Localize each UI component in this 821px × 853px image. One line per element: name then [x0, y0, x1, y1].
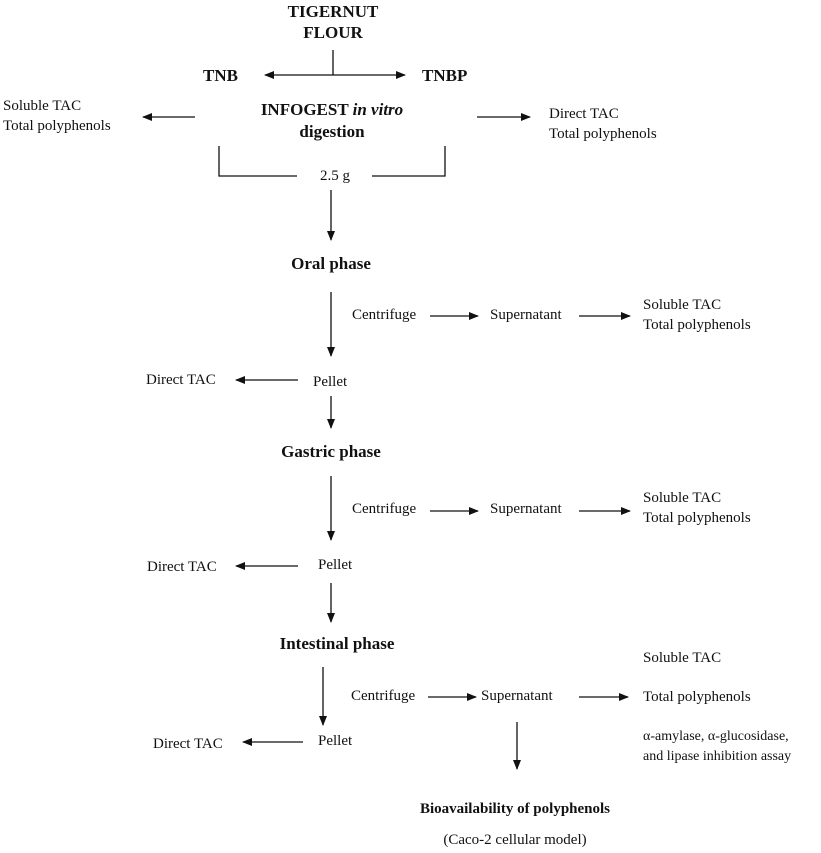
bracket-left	[218, 146, 297, 177]
intestinal-pellet: Pellet	[318, 733, 353, 749]
sample-tnbp: TNBP	[422, 66, 468, 85]
bioavailability-subtitle: (Caco-2 cellular model)	[443, 832, 587, 848]
infogest-line2: digestion	[299, 122, 365, 141]
oral-centrifuge: Centrifuge	[352, 307, 417, 323]
gastric-pellet: Pellet	[318, 557, 353, 573]
oral-out1: Soluble TAC	[643, 297, 722, 313]
sample-tnb: TNB	[203, 66, 238, 85]
top-right-out2: Total polyphenols	[549, 126, 657, 142]
oral-pellet: Pellet	[313, 374, 348, 390]
oral-direct-tac: Direct TAC	[146, 372, 216, 388]
oral-phase-title: Oral phase	[291, 254, 371, 273]
intestinal-assay-line2: and lipase inhibition assay	[643, 749, 792, 764]
intestinal-phase-title: Intestinal phase	[279, 634, 395, 653]
bioavailability-title: Bioavailability of polyphenols	[419, 801, 611, 817]
top-left-out2: Total polyphenols	[3, 118, 111, 134]
intestinal-out1: Soluble TAC	[643, 650, 722, 666]
gastric-phase-title: Gastric phase	[281, 442, 381, 461]
amount-label: 2.5 g	[320, 168, 350, 184]
intestinal-supernatant: Supernatant	[481, 688, 553, 704]
infogest-pre: INFOGEST	[260, 100, 353, 119]
intestinal-out2: Total polyphenols	[643, 689, 751, 705]
gastric-direct-tac: Direct TAC	[147, 559, 217, 575]
gastric-supernatant: Supernatant	[490, 501, 562, 517]
gastric-centrifuge: Centrifuge	[352, 501, 417, 517]
top-left-out1: Soluble TAC	[3, 98, 82, 114]
gastric-out1: Soluble TAC	[643, 490, 722, 506]
flour-title-line2: FLOUR	[303, 23, 363, 42]
flour-title-line1: TIGERNUT	[287, 2, 379, 21]
intestinal-centrifuge: Centrifuge	[351, 688, 416, 704]
top-right-out1: Direct TAC	[549, 106, 619, 122]
infogest-italic: in vitro	[352, 100, 404, 119]
oral-supernatant: Supernatant	[490, 307, 562, 323]
infogest-label: INFOGEST in vitro	[232, 100, 432, 120]
bracket-right	[372, 146, 446, 177]
gastric-out2: Total polyphenols	[643, 510, 751, 526]
intestinal-direct-tac: Direct TAC	[153, 736, 223, 752]
intestinal-assay-line1: α-amylase, α-glucosidase,	[643, 729, 789, 744]
oral-out2: Total polyphenols	[643, 317, 751, 333]
